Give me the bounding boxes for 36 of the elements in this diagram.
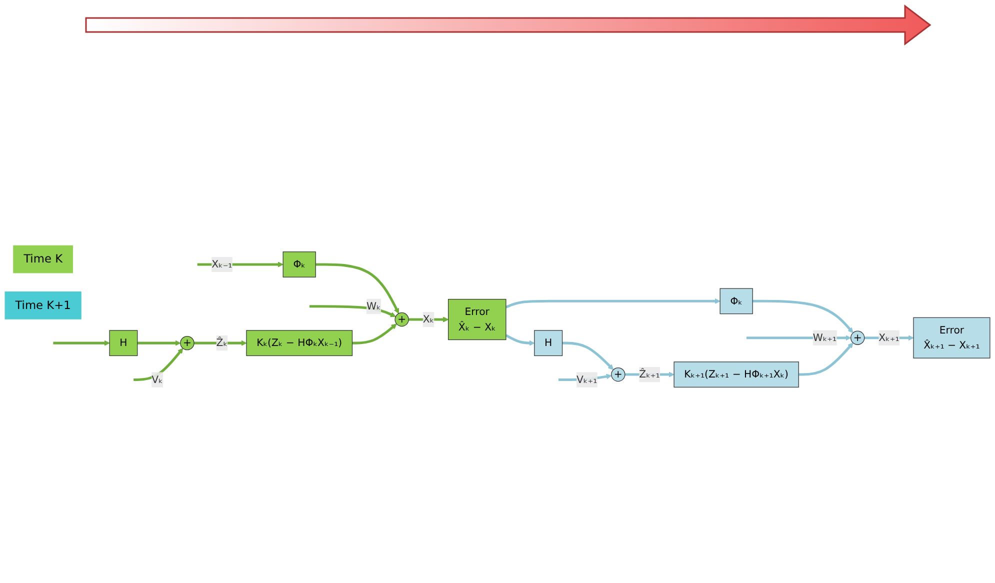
- arrow: [752, 300, 854, 334]
- node-box: Kₖ(Zₖ − HΦₖXₖ₋₁): [246, 330, 353, 356]
- node-box: Error X̂ₖ₊₁ − Xₖ₊₁: [913, 317, 990, 358]
- arrow: [309, 305, 396, 318]
- node-box: H: [534, 330, 563, 356]
- edge-label: Vₖ: [152, 373, 163, 386]
- arrow: [505, 334, 535, 346]
- edge-label: Vₖ₊₁: [576, 373, 598, 386]
- node-box: Error X̂ₖ − Xₖ: [448, 298, 506, 340]
- arrow: [562, 342, 614, 370]
- edge-label: Wₖ: [366, 300, 381, 312]
- node-box: H: [109, 330, 138, 356]
- node-box: Φₖ: [720, 288, 753, 314]
- arrow: [53, 340, 110, 346]
- arrow: [316, 263, 399, 314]
- edge-label: Ẑₖ: [216, 336, 228, 349]
- node-circle: +: [394, 312, 409, 327]
- arrow: [505, 298, 720, 308]
- arrow: [134, 348, 184, 382]
- edge-label: Xₖ: [422, 313, 434, 326]
- node-circle: +: [611, 367, 626, 382]
- edge-label: Xₖ₋₁: [212, 258, 232, 270]
- node-box: Φₖ: [282, 252, 316, 278]
- edge-label: Xₖ₊₁: [878, 332, 900, 344]
- arrow: [798, 342, 854, 376]
- node-circle: +: [850, 330, 865, 345]
- edge-label: Ẑₖ₊₁: [639, 368, 660, 380]
- arrow: [194, 340, 247, 346]
- node-circle: +: [180, 336, 194, 350]
- edge-label: Wₖ₊₁: [812, 332, 837, 344]
- arrow: [137, 340, 181, 346]
- node-box: Time K+1: [4, 292, 82, 320]
- node-box: Kₖ₊₁(Zₖ₊₁ − HΦₖ₊₁Xₖ): [674, 362, 799, 388]
- arrow: [352, 324, 397, 344]
- arrow: [197, 262, 284, 268]
- node-box: Time K: [13, 245, 73, 274]
